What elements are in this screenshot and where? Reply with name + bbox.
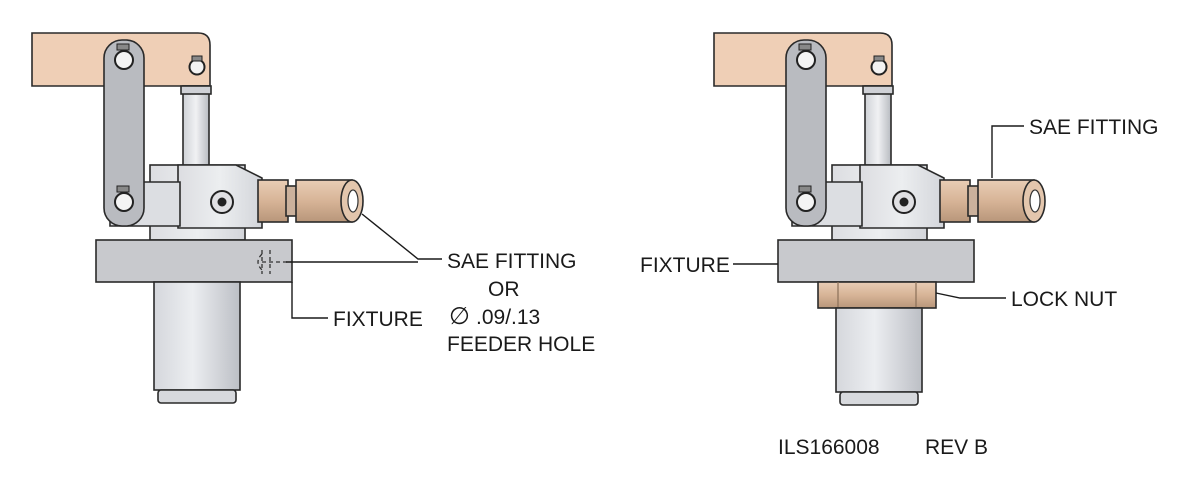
- left-link-pin-bottom: [114, 192, 134, 212]
- left-sae-leader-fitting: [361, 213, 442, 260]
- left-diameter-symbol: ∅: [449, 303, 470, 330]
- right-lock-nut-label: LOCK NUT: [1011, 288, 1117, 311]
- left-sae-fitting-label: SAE FITTING: [447, 250, 577, 273]
- left-feeder-dims-label: .09/.13: [476, 306, 540, 329]
- right-sae-fitting: [939, 179, 1046, 223]
- left-clamp-view: SAE FITTING OR ∅ .09/.13 FEEDER HOLE FIX…: [31, 32, 595, 404]
- left-sae-fitting: [257, 179, 364, 223]
- drawing-revision: REV B: [925, 436, 988, 459]
- right-sae-fitting-label: SAE FITTING: [1029, 116, 1159, 139]
- right-fixture-block: [777, 239, 975, 283]
- right-cylinder: [835, 307, 923, 393]
- right-clamp-view: SAE FITTING FIXTURE LOCK NUT: [640, 32, 1159, 406]
- drawing-number: ILS166008: [778, 436, 880, 459]
- left-cylinder: [153, 281, 241, 391]
- left-feeder-hole-label: FEEDER HOLE: [447, 333, 595, 356]
- right-lock-nut-leader: [935, 292, 1006, 299]
- left-link-bar: [103, 39, 145, 227]
- right-lock-nut: [817, 281, 937, 309]
- left-plunger-rod: [182, 85, 210, 167]
- right-fixture-label: FIXTURE: [640, 254, 730, 277]
- right-link-pin-bottom: [796, 192, 816, 212]
- left-link-pin-top: [114, 50, 134, 70]
- right-link-bar: [785, 39, 827, 227]
- right-plunger-rod: [864, 85, 892, 167]
- right-sae-leader: [991, 125, 1024, 178]
- left-fixture-label: FIXTURE: [333, 308, 423, 331]
- left-lever-pin: [188, 58, 206, 76]
- right-link-pin-top: [796, 50, 816, 70]
- right-lever-pin: [870, 58, 888, 76]
- left-or-label: OR: [488, 278, 520, 301]
- left-fixture-leader: [291, 282, 328, 319]
